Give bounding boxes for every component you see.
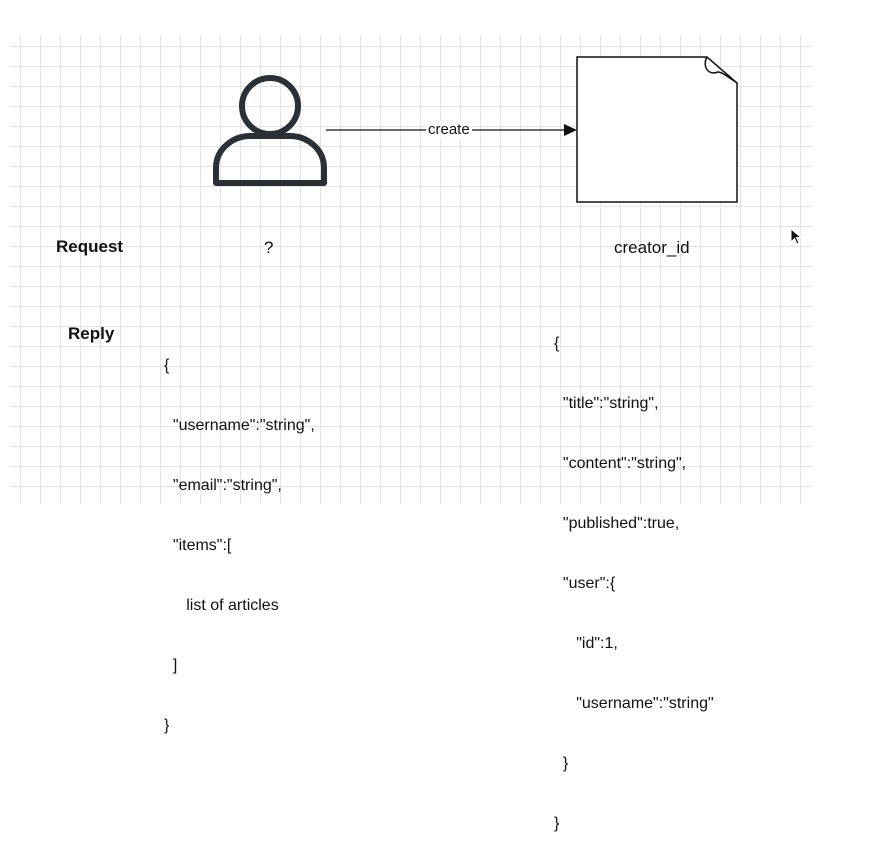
mouse-cursor-icon bbox=[790, 227, 803, 245]
code-line: "title":"string", bbox=[554, 395, 659, 412]
article-request-value: creator_id bbox=[614, 238, 690, 257]
code-line: { bbox=[164, 357, 170, 374]
code-line: } bbox=[554, 815, 560, 832]
article-reply-json: { "title":"string", "content":"string", … bbox=[554, 294, 714, 854]
code-line: "username":"string", bbox=[164, 417, 315, 434]
user-request-value: ? bbox=[264, 238, 274, 257]
code-line: "published":true, bbox=[554, 515, 680, 532]
code-line: ] bbox=[164, 657, 178, 674]
request-label: Request bbox=[56, 237, 124, 256]
code-line: } bbox=[164, 717, 170, 734]
code-line: "items":[ bbox=[164, 537, 232, 554]
code-line: "content":"string", bbox=[554, 455, 687, 472]
code-line: "username":"string" bbox=[554, 695, 714, 712]
code-line: } bbox=[554, 755, 569, 772]
edge-label-create: create bbox=[426, 121, 472, 139]
code-line: list of articles bbox=[164, 597, 279, 614]
user-reply-json: { "username":"string", "email":"string",… bbox=[164, 316, 315, 756]
document-icon[interactable] bbox=[576, 56, 741, 206]
code-line: { bbox=[554, 335, 560, 352]
code-line: "id":1, bbox=[554, 635, 618, 652]
reply-label: Reply bbox=[68, 324, 115, 343]
code-line: "user":{ bbox=[554, 575, 616, 592]
code-line: "email":"string", bbox=[164, 477, 282, 494]
user-icon[interactable] bbox=[210, 74, 330, 189]
